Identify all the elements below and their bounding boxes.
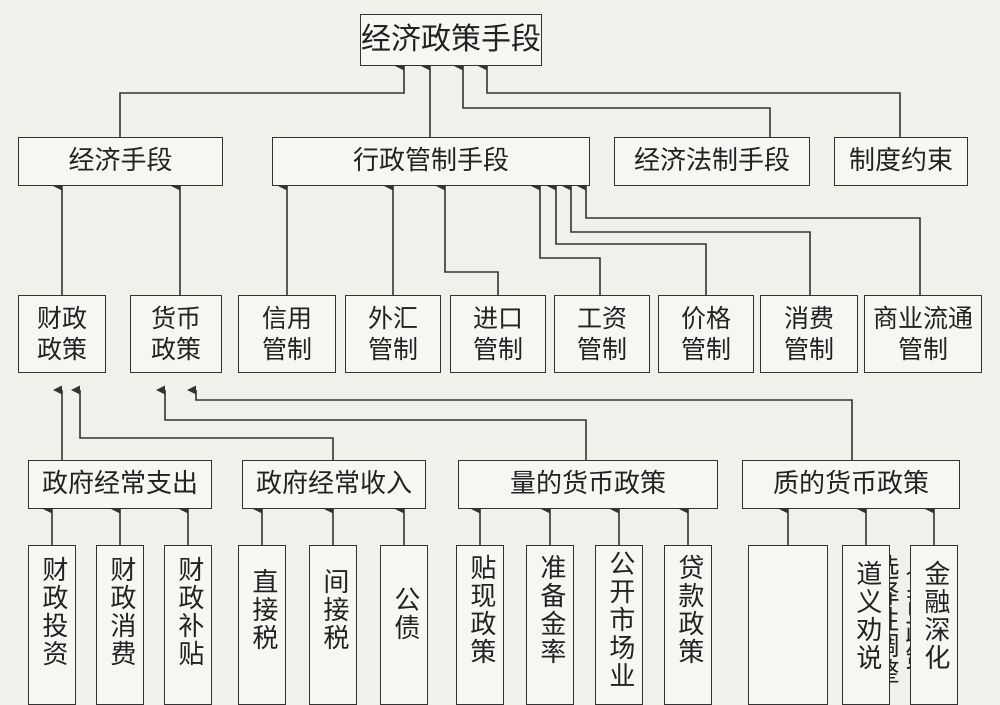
node-monetary-policy: 货币政策	[130, 295, 222, 373]
node-label: 经济法制手段	[633, 146, 790, 177]
node-commerce-control: 商业流通管制	[864, 295, 982, 373]
node-moral-suasion: 道义劝说	[842, 545, 890, 705]
line-2: 管制	[576, 335, 627, 364]
node-label: 财政投资	[37, 556, 68, 668]
node-label: 行政管制手段	[352, 146, 509, 177]
node-economic-means: 经济手段	[18, 137, 223, 186]
edge-revenue-fiscal	[71, 385, 334, 460]
node-fiscal-policy: 财政政策	[18, 295, 106, 373]
node-forex-control: 外汇管制	[345, 295, 441, 373]
line-2: 政策	[36, 335, 87, 364]
node-label: 公开市场业	[604, 550, 635, 690]
line-1: 信用	[261, 303, 312, 333]
node-root: 经济政策手段	[360, 14, 542, 66]
line-1: 财政	[36, 303, 87, 333]
node-public-debt: 公债	[380, 545, 428, 705]
line-2: 管制	[261, 335, 312, 364]
node-administrative-means: 行政管制手段	[272, 137, 590, 186]
edge-commerce-admin	[577, 181, 921, 295]
node-indirect-tax: 间接税	[309, 545, 357, 705]
line-2: 管制	[783, 335, 834, 364]
node-direct-tax: 直接税	[238, 545, 286, 705]
node-gov-revenue: 政府经常收入	[242, 460, 426, 509]
node-reserve-ratio: 准备金率	[526, 545, 574, 705]
line-1: 进口	[472, 303, 523, 333]
node-gov-expenditure: 政府经常支出	[28, 460, 212, 509]
node-selective-monetary: 货币政策 选择性调整	[748, 545, 931, 705]
node-import-control: 进口管制	[450, 295, 546, 373]
line-2: 管制	[472, 335, 523, 364]
line-2: 政策	[150, 335, 201, 364]
node-label: 量的货币政策	[509, 469, 666, 500]
node-fiscal-consumption: 财政消费	[96, 545, 144, 705]
node-financial-deepening: 金融深化	[910, 545, 958, 705]
node-quality-monetary: 质的货币政策	[742, 460, 960, 509]
node-label: 政府经常收入	[255, 469, 412, 500]
node-discount-policy: 贴现政策	[456, 545, 504, 705]
node-loan-policy: 贷款政策	[664, 545, 712, 705]
node-label: 间接税	[318, 568, 349, 652]
edge-price-admin	[547, 181, 707, 295]
node-price-control: 价格管制	[658, 295, 754, 373]
line-1: 商业流通	[872, 303, 973, 333]
node-label: 政府经常支出	[41, 469, 198, 500]
edge-quantity-monetary	[156, 385, 587, 460]
line-2: 管制	[367, 335, 418, 364]
line-2: 管制	[680, 335, 731, 364]
node-label: 质的货币政策	[772, 469, 929, 500]
node-label: 道义劝说	[851, 560, 882, 672]
edge-economic-root	[119, 61, 405, 137]
node-quantity-monetary: 量的货币政策	[458, 460, 718, 509]
node-label: 经济手段	[68, 146, 173, 177]
node-label: 贷款政策	[673, 554, 704, 666]
line-1: 货币	[150, 303, 201, 333]
line-2: 管制	[897, 335, 948, 364]
node-fiscal-subsidy: 财政补贴	[164, 545, 212, 705]
node-fiscal-investment: 财政投资	[28, 545, 76, 705]
node-label: 准备金率	[535, 554, 566, 666]
node-label: 制度约束	[848, 146, 953, 177]
node-wage-control: 工资管制	[554, 295, 650, 373]
node-root-label: 经济政策手段	[361, 22, 541, 58]
node-label: 财政消费	[105, 556, 136, 668]
edge-legal-root	[454, 61, 771, 137]
node-label: 财政补贴	[173, 556, 204, 668]
line-1: 外汇	[367, 303, 418, 333]
node-consumption-control: 消费管制	[760, 295, 858, 373]
line-1: 工资	[576, 303, 627, 333]
node-legal-means: 经济法制手段	[614, 137, 810, 186]
node-label: 公债	[389, 586, 420, 642]
node-label: 金融深化	[919, 560, 950, 672]
edge-import-admin	[436, 181, 499, 295]
line-1: 消费	[783, 303, 834, 333]
node-credit-control: 信用管制	[238, 295, 336, 373]
node-label: 贴现政策	[465, 554, 496, 666]
connector-lines	[43, 61, 935, 545]
line-1: 价格	[680, 303, 731, 333]
node-open-market: 公开市场业	[595, 545, 643, 705]
node-label: 直接税	[247, 568, 278, 652]
edge-wage-admin	[531, 181, 601, 295]
edge-inst-root	[478, 61, 901, 137]
node-institutional-constraint: 制度约束	[834, 137, 968, 186]
edge-quality-monetary	[187, 385, 853, 460]
edge-consumption-admin	[562, 181, 811, 295]
